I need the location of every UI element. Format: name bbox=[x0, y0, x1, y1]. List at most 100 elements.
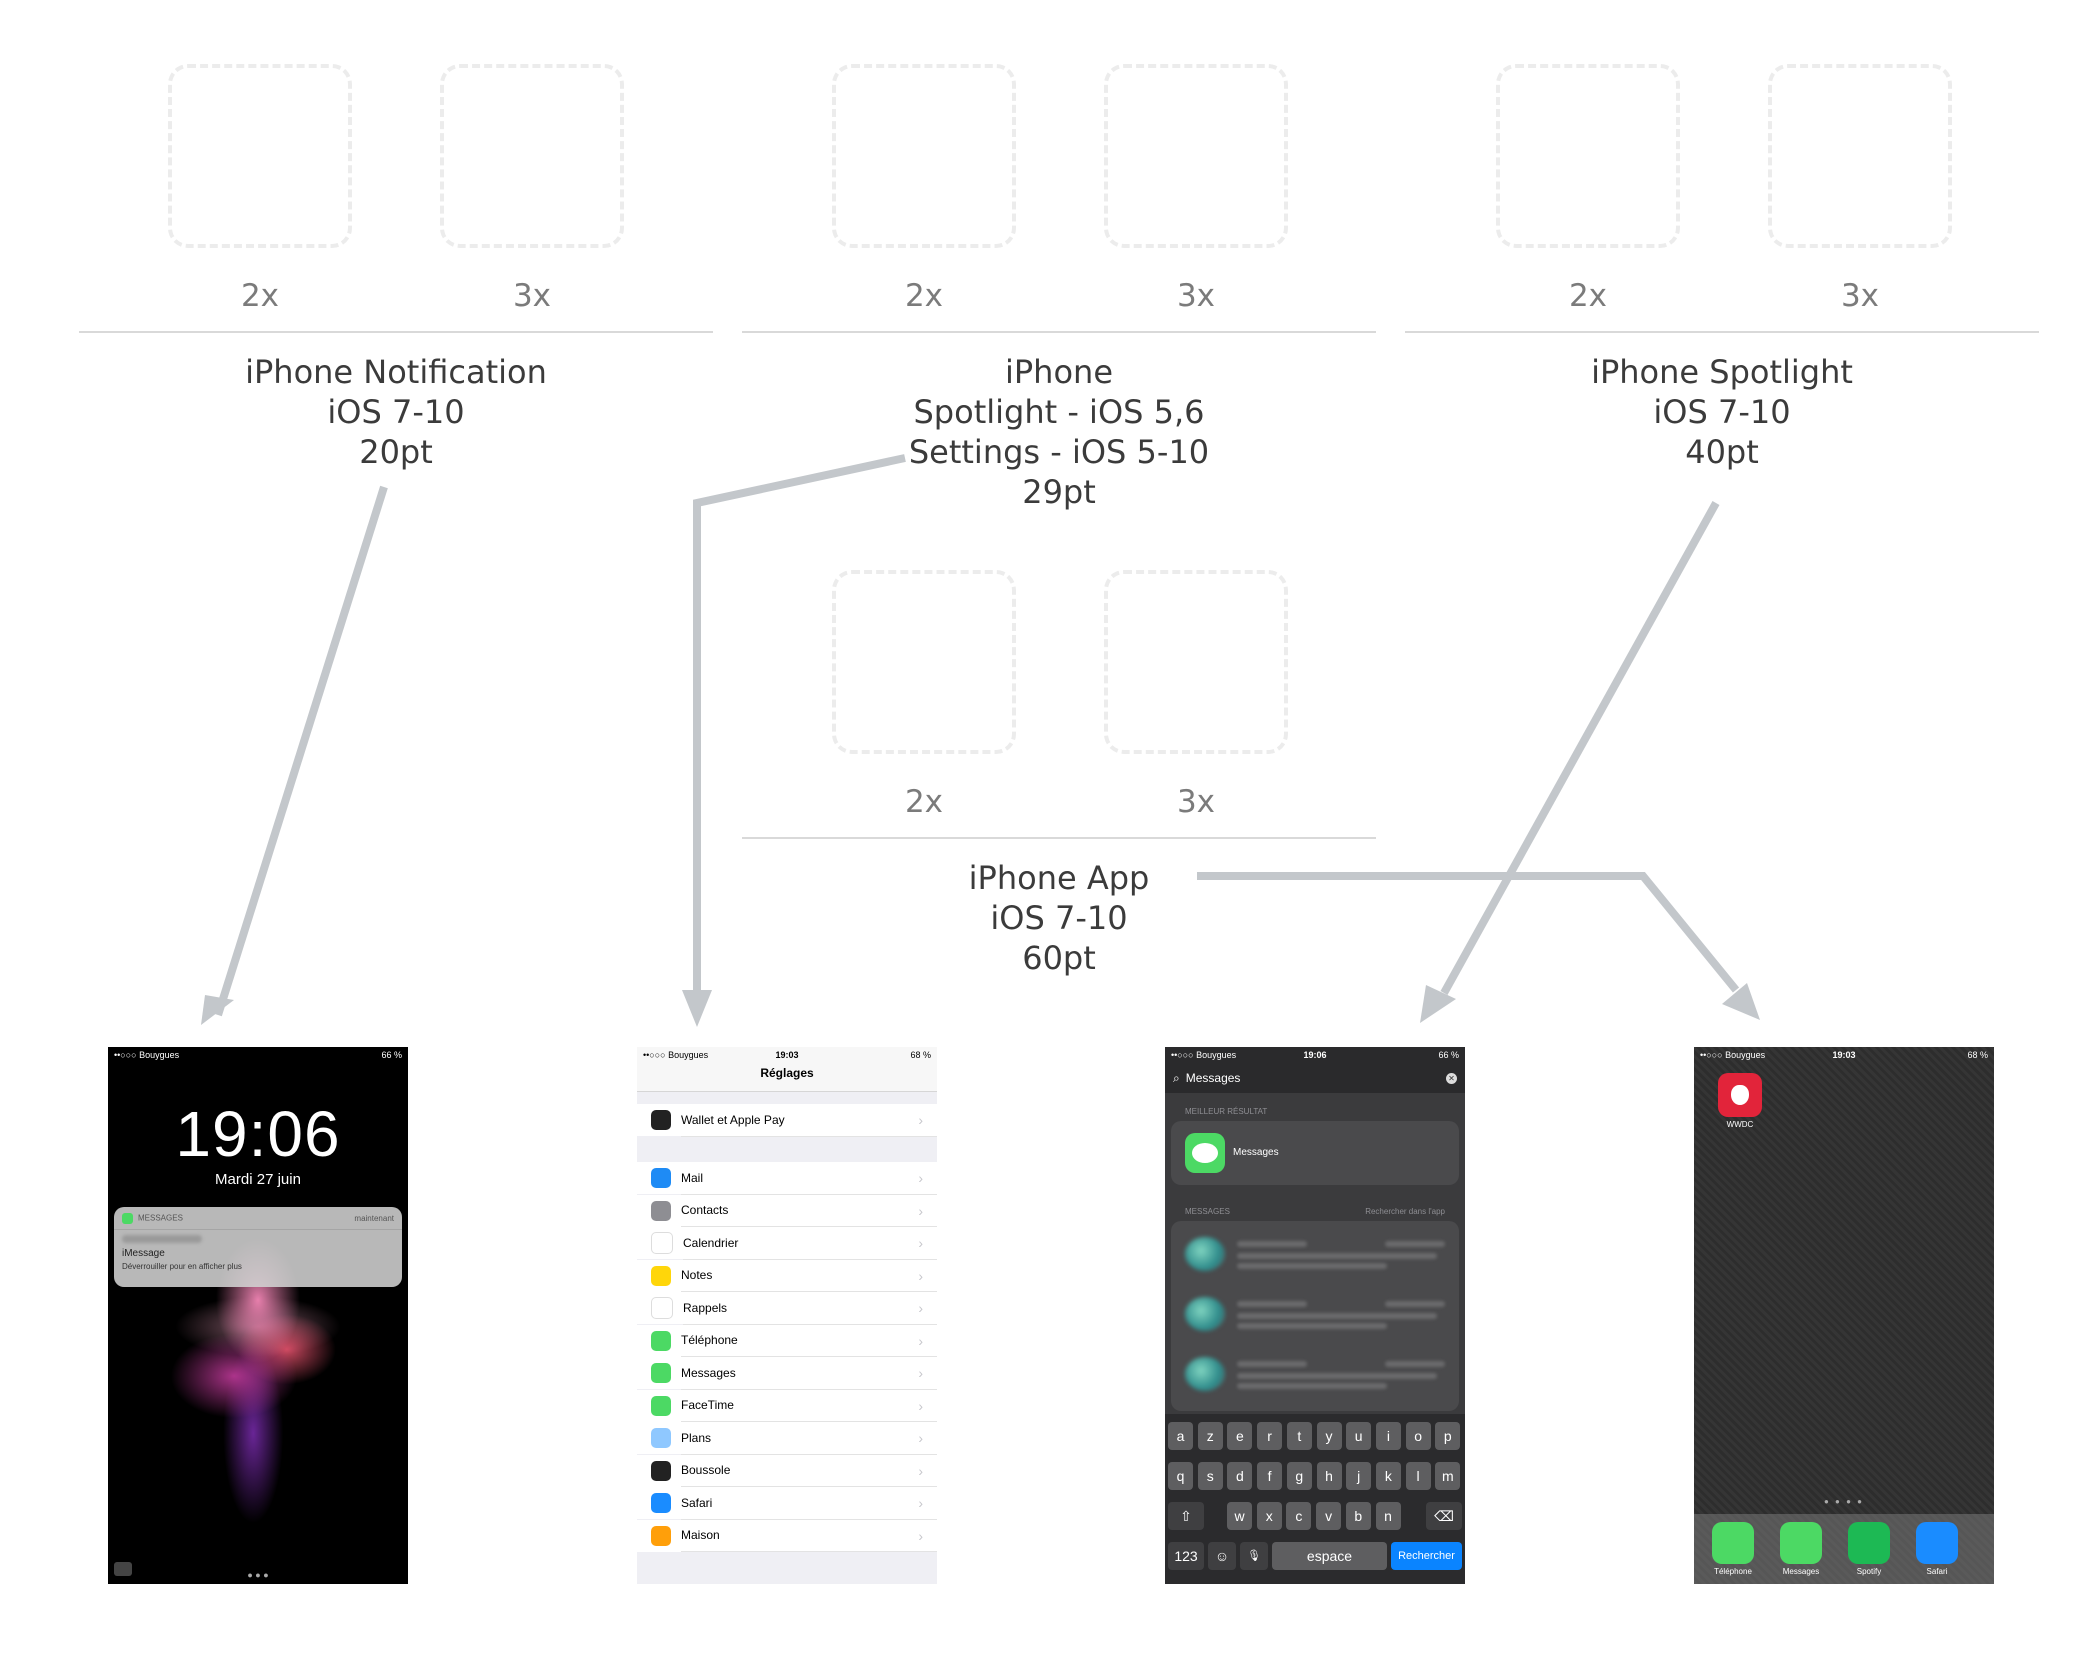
group-label-notification: iPhone Notification iOS 7-10 20pt bbox=[79, 352, 713, 472]
search-in-app-link[interactable]: Rechercher dans l'app bbox=[1365, 1207, 1445, 1216]
status-bar: ••○○○ Bouygues 19:06 66 % bbox=[1165, 1047, 1465, 1063]
key[interactable]: c bbox=[1286, 1502, 1312, 1530]
status-bar: ••○○○ Bouygues 19:03 68 % bbox=[637, 1047, 937, 1063]
key[interactable]: q bbox=[1168, 1462, 1193, 1490]
key[interactable]: k bbox=[1375, 1462, 1401, 1490]
key[interactable]: b bbox=[1345, 1502, 1371, 1530]
key[interactable]: p bbox=[1435, 1422, 1461, 1450]
backspace-key-icon[interactable]: ⌫ bbox=[1426, 1502, 1462, 1530]
icon-slot-spotlight-3x bbox=[1768, 64, 1952, 248]
key[interactable]: e bbox=[1227, 1422, 1253, 1450]
settings-row[interactable]: Calendrier› bbox=[637, 1227, 937, 1260]
message-result[interactable] bbox=[1185, 1349, 1445, 1399]
icon-slot-spotlight-2x bbox=[1496, 64, 1680, 248]
key[interactable]: g bbox=[1286, 1462, 1312, 1490]
message-result[interactable] bbox=[1185, 1229, 1445, 1279]
dock-app-label: Téléphone bbox=[1714, 1567, 1752, 1576]
arrowhead-app bbox=[1722, 983, 1760, 1020]
key[interactable]: r bbox=[1257, 1422, 1283, 1450]
key[interactable]: w bbox=[1227, 1502, 1252, 1530]
battery-label: 66 % bbox=[381, 1050, 402, 1060]
settings-row-wallet[interactable]: Wallet et Apple Pay › bbox=[637, 1104, 937, 1137]
scale-label-3x: 3x bbox=[1176, 278, 1216, 314]
settings-row[interactable]: Boussole› bbox=[637, 1454, 937, 1487]
messages-section-header: MESSAGES Rechercher dans l'app bbox=[1185, 1207, 1445, 1216]
key[interactable]: Rechercher bbox=[1391, 1542, 1462, 1570]
section-label: MESSAGES bbox=[1185, 1207, 1230, 1216]
key[interactable]: espace bbox=[1272, 1542, 1387, 1570]
best-result-card[interactable]: Messages bbox=[1171, 1121, 1459, 1185]
key[interactable]: n bbox=[1375, 1502, 1401, 1530]
arrow-spotlight bbox=[1440, 501, 1720, 995]
key[interactable]: a bbox=[1168, 1422, 1193, 1450]
key[interactable]: z bbox=[1197, 1422, 1223, 1450]
dock-app-icon[interactable] bbox=[1712, 1522, 1754, 1564]
settings-row-label: Mail bbox=[681, 1162, 937, 1195]
key[interactable]: m bbox=[1435, 1462, 1461, 1490]
notification-banner[interactable]: MESSAGES maintenant iMessage Déverrouill… bbox=[114, 1207, 402, 1287]
scale-label-2x: 2x bbox=[904, 278, 944, 314]
time-label: 19:03 bbox=[1832, 1050, 1856, 1060]
key[interactable]: h bbox=[1316, 1462, 1342, 1490]
settings-row[interactable]: Safari› bbox=[637, 1487, 937, 1520]
key[interactable]: l bbox=[1405, 1462, 1431, 1490]
key[interactable]: u bbox=[1346, 1422, 1372, 1450]
scale-label-2x: 2x bbox=[904, 784, 944, 820]
settings-row[interactable]: Mail› bbox=[637, 1162, 937, 1195]
settings-row[interactable]: Notes› bbox=[637, 1259, 937, 1292]
spotlight-search-input[interactable]: ⌕ Messages ✕ bbox=[1165, 1063, 1465, 1093]
dock-app-icon[interactable] bbox=[1916, 1522, 1958, 1564]
key[interactable]: v bbox=[1316, 1502, 1342, 1530]
carrier-label: ••○○○ Bouygues bbox=[1171, 1050, 1237, 1060]
settings-row-label: Contacts bbox=[681, 1194, 937, 1227]
key[interactable]: d bbox=[1227, 1462, 1253, 1490]
page-dots: ● ● ● ● bbox=[1824, 1497, 1864, 1506]
settings-row-label: Notes bbox=[681, 1259, 937, 1292]
message-results-card bbox=[1171, 1221, 1459, 1411]
key[interactable]: i bbox=[1375, 1422, 1401, 1450]
message-result[interactable] bbox=[1185, 1289, 1445, 1339]
settings-row[interactable]: Messages› bbox=[637, 1357, 937, 1390]
settings-row[interactable]: Téléphone› bbox=[637, 1324, 937, 1357]
messages-icon bbox=[122, 1212, 133, 1224]
chevron-right-icon: › bbox=[918, 1430, 923, 1446]
clear-icon[interactable]: ✕ bbox=[1446, 1072, 1457, 1084]
emoji-key-icon[interactable]: ☺ bbox=[1208, 1542, 1236, 1570]
dock-app-label: Spotify bbox=[1856, 1567, 1882, 1576]
group-os: iOS 7-10 bbox=[1653, 393, 1791, 431]
settings-row[interactable]: Contacts› bbox=[637, 1194, 937, 1227]
key[interactable]: s bbox=[1197, 1462, 1223, 1490]
key[interactable]: f bbox=[1257, 1462, 1283, 1490]
app-icon bbox=[651, 1330, 671, 1351]
camera-icon[interactable] bbox=[114, 1562, 132, 1576]
key[interactable]: j bbox=[1346, 1462, 1372, 1490]
battery-label: 68 % bbox=[910, 1050, 931, 1060]
app-icon bbox=[651, 1363, 671, 1383]
icon-slot-settings-3x bbox=[1104, 64, 1288, 248]
app-icon bbox=[651, 1232, 673, 1254]
key[interactable]: x bbox=[1256, 1502, 1282, 1530]
section-label: MEILLEUR RÉSULTAT bbox=[1185, 1107, 1268, 1116]
settings-row[interactable]: Plans› bbox=[637, 1422, 937, 1455]
carrier-label: ••○○○ Bouygues bbox=[114, 1050, 180, 1060]
settings-row-label: Plans bbox=[681, 1422, 937, 1455]
shift-key-icon[interactable]: ⇧ bbox=[1168, 1502, 1204, 1530]
scale-label-2x: 2x bbox=[240, 278, 280, 314]
wwdc-app-icon[interactable] bbox=[1718, 1073, 1762, 1117]
divider bbox=[742, 331, 1376, 333]
key[interactable]: o bbox=[1405, 1422, 1431, 1450]
key[interactable]: y bbox=[1316, 1422, 1342, 1450]
key[interactable]: t bbox=[1286, 1422, 1312, 1450]
app-icon bbox=[651, 1168, 671, 1188]
dock-app-icon[interactable] bbox=[1848, 1522, 1890, 1564]
chevron-right-icon: › bbox=[918, 1332, 923, 1349]
settings-row[interactable]: FaceTime› bbox=[637, 1389, 937, 1422]
group-os: iOS 7-10 bbox=[327, 393, 465, 431]
settings-row[interactable]: Maison› bbox=[637, 1519, 937, 1552]
microphone-key-icon[interactable]: 🎙 bbox=[1240, 1542, 1268, 1570]
scale-label-3x: 3x bbox=[1840, 278, 1880, 314]
key[interactable]: 123 bbox=[1168, 1542, 1204, 1570]
chevron-right-icon: › bbox=[918, 1527, 923, 1544]
dock-app-icon[interactable] bbox=[1780, 1522, 1822, 1564]
settings-row[interactable]: Rappels› bbox=[637, 1292, 937, 1325]
